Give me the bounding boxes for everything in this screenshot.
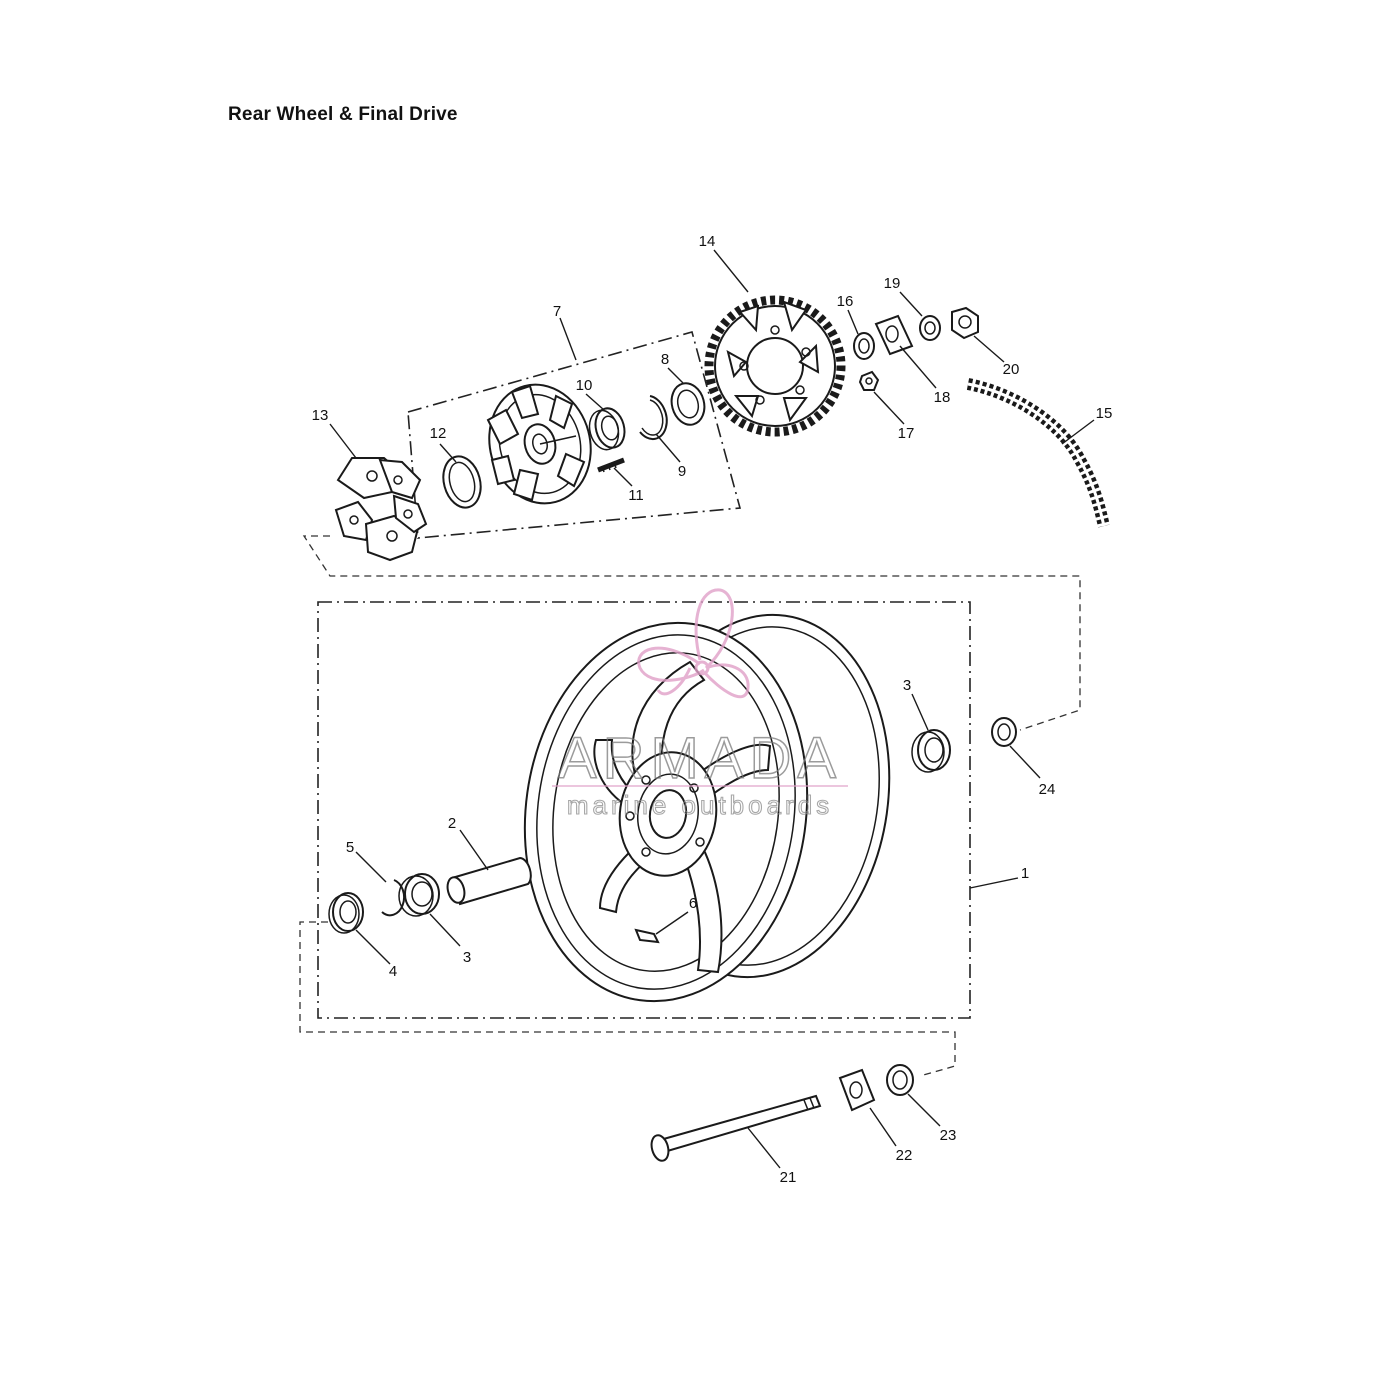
- callout-13: 13: [312, 407, 329, 424]
- axle-adjuster-block: [838, 1068, 876, 1112]
- callout-1: 1: [1021, 865, 1029, 882]
- wheel-spacer: [991, 717, 1017, 747]
- callout-2: 2: [448, 815, 456, 832]
- wheel-assembly-frame: [317, 601, 971, 1019]
- hub-circlip: [639, 395, 668, 441]
- callout-numbers: 1 2 3 3 4 5 6 7 8 9 10 11 12 13 14 15 16…: [312, 233, 1113, 1186]
- callout-6: 6: [689, 895, 697, 912]
- cush-drive-assembly-frame: [407, 331, 742, 539]
- callout-11: 11: [628, 487, 644, 504]
- watermark: ARMADA marine outboards: [552, 588, 848, 821]
- cush-drive-rubbers: [334, 457, 428, 562]
- rear-wheel: [523, 613, 891, 1003]
- hub-bearing: [588, 407, 626, 451]
- watermark-tagline: marine outboards: [567, 790, 833, 820]
- leader-lines: [329, 249, 1095, 1169]
- callout-9: 9: [678, 463, 686, 480]
- hub-spacer-tube: [446, 856, 532, 906]
- rear-sprocket: [704, 295, 846, 437]
- axle-spacer: [886, 1064, 914, 1096]
- hub-stud: [597, 457, 625, 473]
- chain-adjuster-block: [874, 314, 914, 356]
- bearing-circlip: [381, 879, 406, 917]
- callout-14: 14: [699, 233, 716, 250]
- wheel-bearing-left: [398, 873, 440, 917]
- callout-8: 8: [661, 351, 669, 368]
- drive-chain: [966, 378, 1110, 528]
- callout-16: 16: [837, 293, 854, 310]
- diagram-title: Rear Wheel & Final Drive: [228, 104, 458, 125]
- callout-12: 12: [430, 425, 447, 442]
- callout-5: 5: [346, 839, 354, 856]
- propeller-logo-icon: [637, 588, 750, 699]
- callout-3-left: 3: [463, 949, 471, 966]
- rear-axle: [650, 1094, 822, 1162]
- wheel-seal: [328, 892, 364, 934]
- adjuster-washer: [919, 315, 941, 341]
- callout-10: 10: [576, 377, 593, 394]
- cush-drive-connection-line: [302, 535, 1081, 731]
- callout-19: 19: [884, 275, 901, 292]
- sprocket-spacer: [853, 332, 875, 360]
- watermark-brand: ARMADA: [558, 726, 842, 791]
- callout-3-right: 3: [903, 677, 911, 694]
- callout-22: 22: [896, 1147, 913, 1164]
- sprocket-nut: [858, 370, 880, 391]
- callout-21: 21: [780, 1169, 797, 1186]
- callout-7: 7: [553, 303, 561, 320]
- callout-23: 23: [940, 1127, 957, 1144]
- cush-drive-hub: [486, 383, 592, 505]
- hub-seal: [670, 382, 706, 426]
- axle-nut: [951, 306, 979, 340]
- callout-4: 4: [389, 963, 397, 980]
- callout-18: 18: [934, 389, 951, 406]
- wheel-bearing-right: [911, 729, 951, 773]
- spacer-ring: [442, 455, 482, 509]
- callout-17: 17: [898, 425, 915, 442]
- callout-15: 15: [1096, 405, 1113, 422]
- axle-connection-line: [299, 921, 956, 1077]
- callout-20: 20: [1003, 361, 1020, 378]
- callout-24: 24: [1039, 781, 1056, 798]
